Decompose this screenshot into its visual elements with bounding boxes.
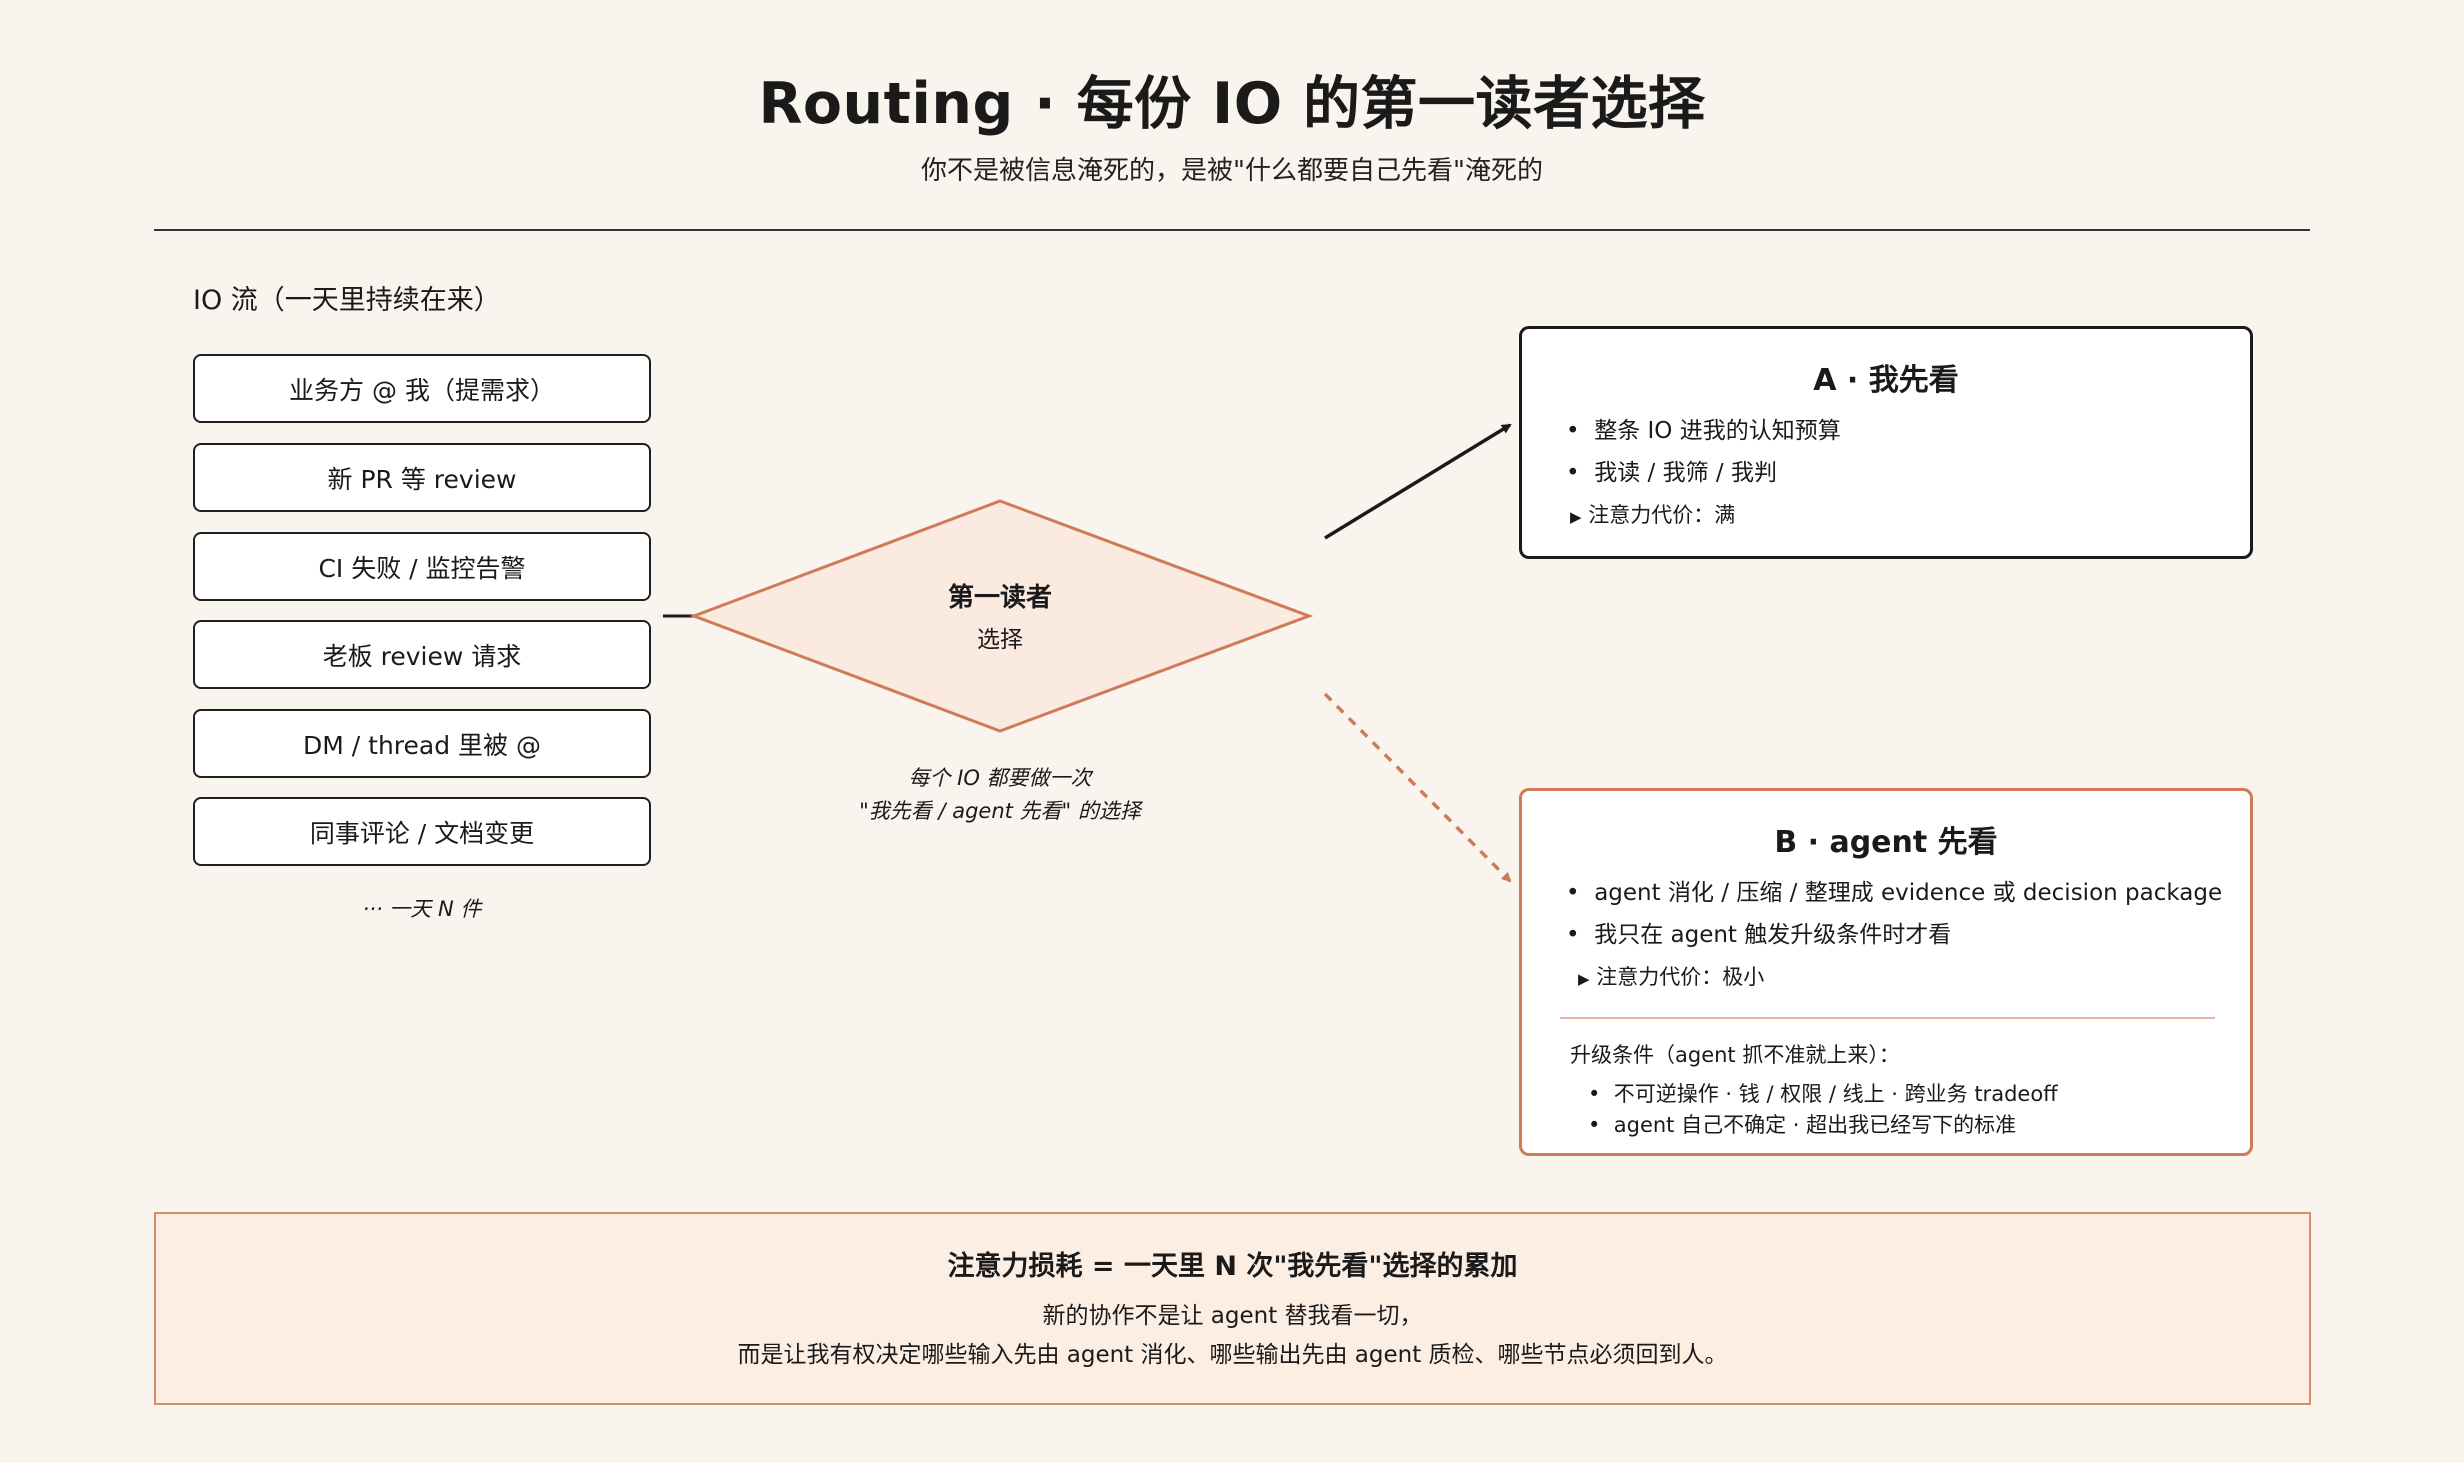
io-item-label: 新 PR 等 review [327,464,517,494]
escalation-heading: 升级条件（agent 抓不准就上来）： [1570,1043,1900,1067]
dot-bullet-icon: • [1566,880,1580,906]
summary-line: 而是让我有权决定哪些输入先由 agent 消化、哪些输出先由 agent 质检、… [737,1342,1728,1368]
io-item-label: CI 失败 / 监控告警 [318,553,526,583]
page-title: Routing · 每份 IO 的第一读者选择 [758,71,1706,137]
arrow-to-option-b [1323,692,1512,883]
arrow-to-option-a [1324,423,1512,540]
page-subtitle: 你不是被信息淹死的，是被"什么都要自己先看"淹死的 [921,156,1543,186]
decision-subtitle: 选择 [977,627,1023,653]
decision-title: 第一读者 [947,583,1052,613]
dot-bullet-icon: • [1588,1113,1601,1137]
option-a-bullet: • 我读 / 我筛 / 我判 [1566,453,1777,487]
option-a-bullet: • 整条 IO 进我的认知预算 [1566,411,1841,445]
escalation-line-text: agent 自己不确定 · 超出我已经写下的标准 [1613,1113,2017,1137]
decision-diamond [689,499,1314,733]
option-b-card: B · agent 先看 • agent 消化 / 压缩 / 整理成 evide… [1519,788,2253,1156]
option-a-bullet-text: 我读 / 我筛 / 我判 [1594,460,1777,486]
escalation-line: • agent 自己不确定 · 超出我已经写下的标准 [1588,1109,2016,1139]
option-b-bullet-text: agent 消化 / 压缩 / 整理成 evidence 或 decision … [1594,880,2223,906]
io-item-box: 同事评论 / 文档变更 [193,797,651,866]
io-more-note: ··· 一天 N 件 [362,897,482,921]
option-b-cost: ▶ 注意力代价：极小 [1578,961,1764,991]
triangle-right-icon: ▶ [1570,508,1582,526]
option-b-title: B · agent 先看 [1774,825,1998,860]
io-item-box: 业务方 @ 我（提需求） [193,354,651,423]
summary-panel: 注意力损耗 = 一天里 N 次"我先看"选择的累加 新的协作不是让 agent … [154,1212,2311,1405]
option-b-bullet: • agent 消化 / 压缩 / 整理成 evidence 或 decisio… [1566,873,2222,907]
dot-bullet-icon: • [1566,922,1580,948]
option-b-bullet: • 我只在 agent 触发升级条件时才看 [1566,915,1951,949]
io-item-box: 新 PR 等 review [193,443,651,512]
io-item-label: 老板 review 请求 [322,641,522,671]
option-a-cost: ▶ 注意力代价：满 [1570,499,1735,529]
io-item-label: 同事评论 / 文档变更 [309,818,535,848]
escalation-line: • 不可逆操作 · 钱 / 权限 / 线上 · 跨业务 tradeoff [1588,1078,2058,1108]
option-a-cost-text: 注意力代价：满 [1588,503,1736,527]
io-item-label: 业务方 @ 我（提需求） [289,375,555,405]
escalation-line-text: 不可逆操作 · 钱 / 权限 / 线上 · 跨业务 tradeoff [1613,1082,2058,1106]
option-a-title: A · 我先看 [1813,363,1959,398]
option-b-bullet-text: 我只在 agent 触发升级条件时才看 [1594,922,1952,948]
io-item-box: DM / thread 里被 @ [193,709,651,778]
summary-line: 新的协作不是让 agent 替我看一切， [1042,1303,1423,1329]
header-divider [154,229,2310,231]
decision-note-line: 每个 IO 都要做一次 [908,766,1092,790]
option-a-bullet-text: 整条 IO 进我的认知预算 [1594,418,1841,444]
option-b-divider [1560,1017,2215,1019]
option-a-card: A · 我先看 • 整条 IO 进我的认知预算 • 我读 / 我筛 / 我判 ▶… [1519,326,2253,559]
summary-title: 注意力损耗 = 一天里 N 次"我先看"选择的累加 [947,1251,1518,1282]
io-item-label: DM / thread 里被 @ [303,730,541,760]
triangle-right-icon: ▶ [1578,970,1590,988]
option-b-cost-text: 注意力代价：极小 [1596,965,1765,989]
io-item-box: 老板 review 请求 [193,620,651,689]
io-item-box: CI 失败 / 监控告警 [193,532,651,601]
dot-bullet-icon: • [1566,418,1580,444]
io-stream-heading: IO 流（一天里持续在来） [193,285,501,316]
dot-bullet-icon: • [1566,460,1580,486]
dot-bullet-icon: • [1588,1082,1601,1106]
decision-note-line: "我先看 / agent 先看" 的选择 [859,799,1141,823]
